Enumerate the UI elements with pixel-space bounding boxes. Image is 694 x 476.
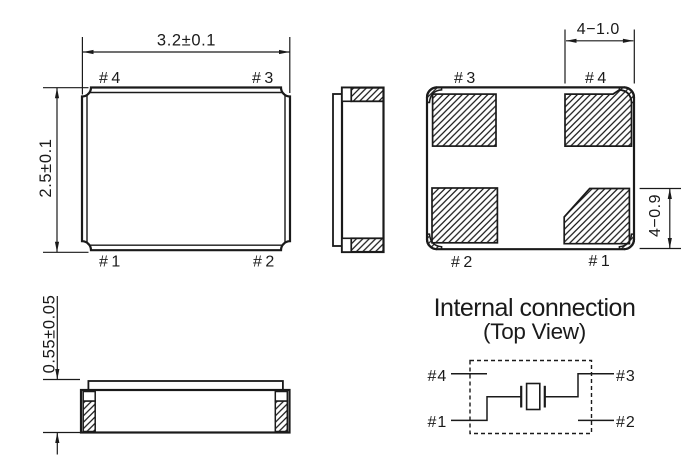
svg-text:#1: #1 xyxy=(589,253,614,270)
svg-text:4−0.9: 4−0.9 xyxy=(647,194,664,237)
svg-text:2.5±0.1: 2.5±0.1 xyxy=(37,138,55,197)
svg-text:#4: #4 xyxy=(99,70,124,87)
svg-text:#3: #3 xyxy=(252,70,277,87)
svg-text:#2: #2 xyxy=(616,414,636,431)
svg-text:3.2±0.1: 3.2±0.1 xyxy=(157,32,216,50)
svg-text:#2: #2 xyxy=(253,254,278,271)
svg-text:#3: #3 xyxy=(616,368,636,385)
svg-text:#4: #4 xyxy=(585,70,610,87)
svg-text:#2: #2 xyxy=(451,254,476,271)
svg-text:4−1.0: 4−1.0 xyxy=(577,21,620,38)
svg-text:(Top View): (Top View) xyxy=(483,319,586,344)
svg-text:#1: #1 xyxy=(99,254,124,271)
svg-text:#1: #1 xyxy=(428,414,448,431)
svg-text:Internal connection: Internal connection xyxy=(434,294,636,322)
svg-text:#4: #4 xyxy=(428,368,448,385)
svg-text:#3: #3 xyxy=(454,70,479,87)
svg-text:0.55±0.05: 0.55±0.05 xyxy=(41,295,59,374)
